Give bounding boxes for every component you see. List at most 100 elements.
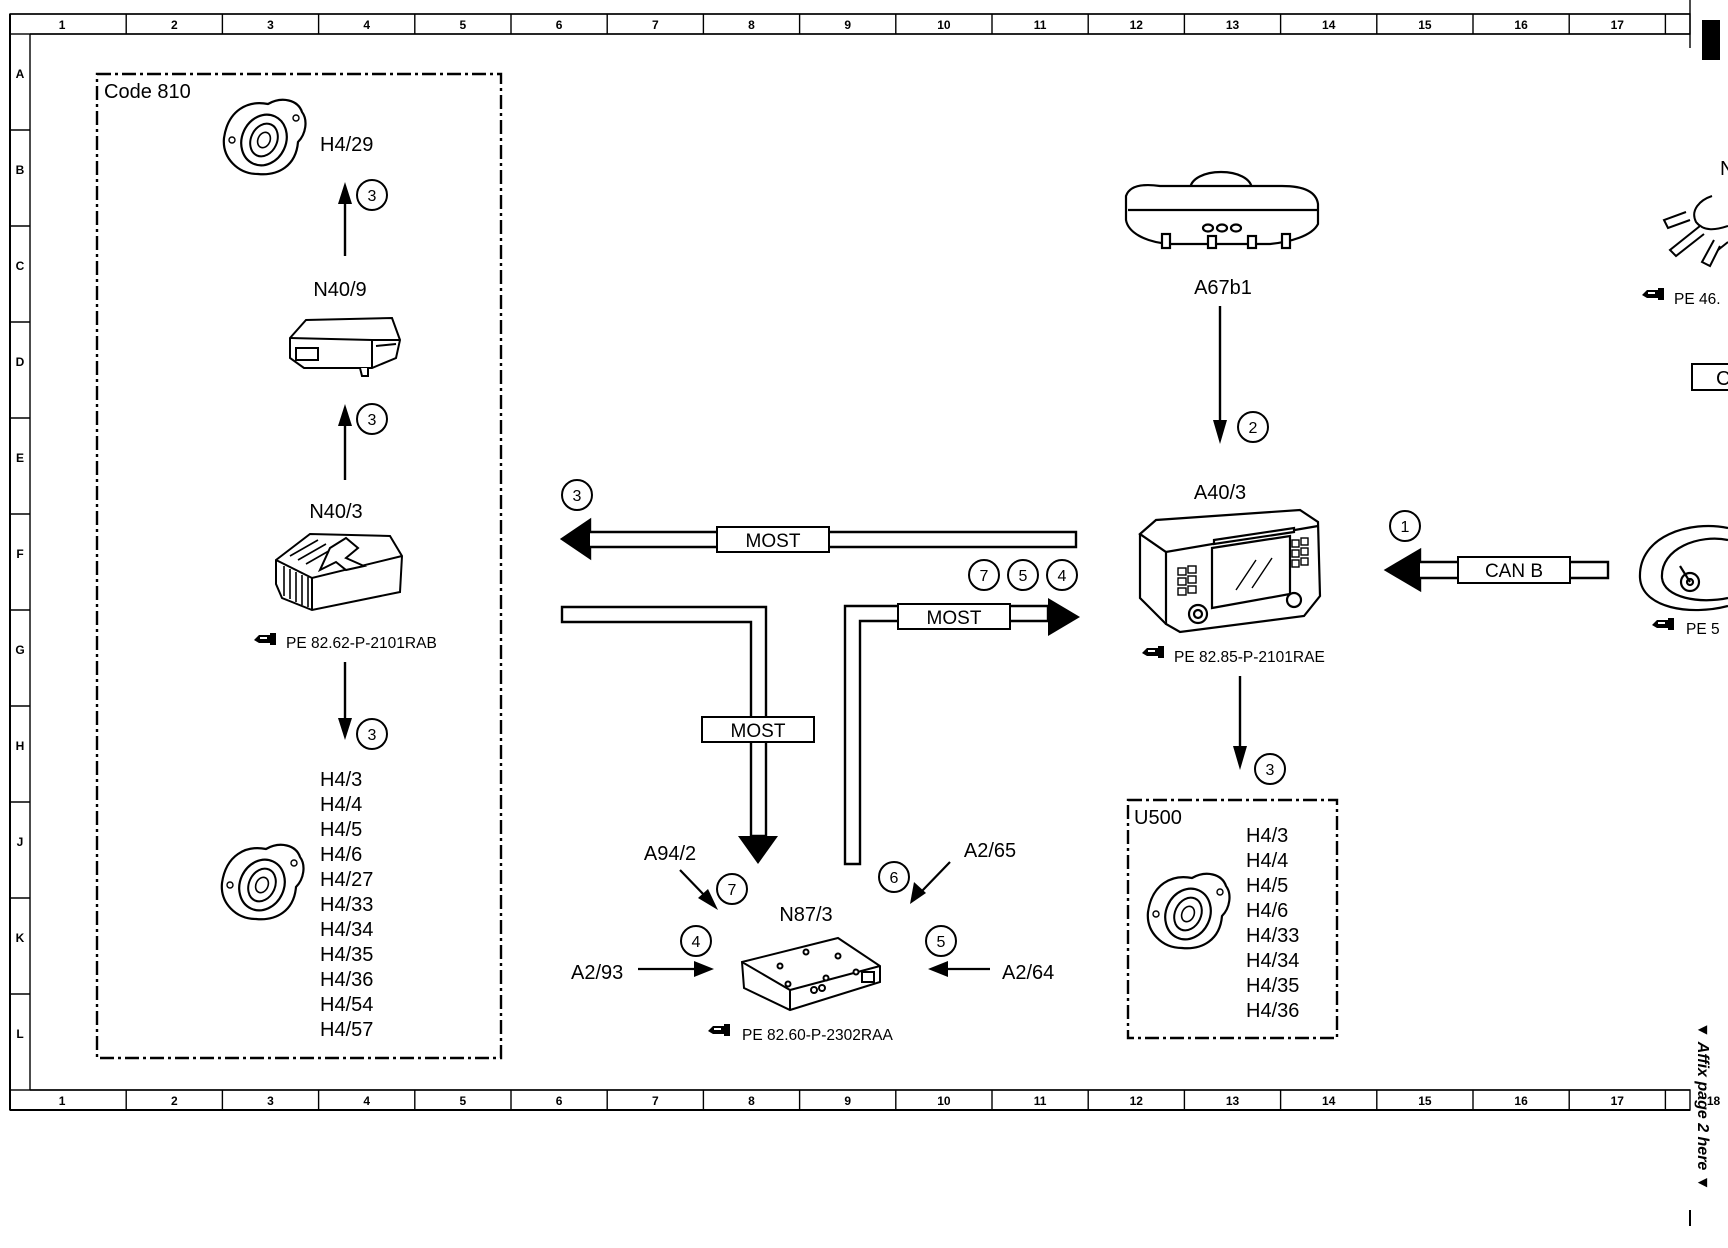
svg-text:H4/54: H4/54	[320, 994, 373, 1016]
most-bus-left-arrow: MOST	[559, 517, 1078, 561]
svg-text:5: 5	[1019, 568, 1028, 585]
grid-column-label: 9	[844, 18, 851, 32]
grid-column-label: 2	[171, 1094, 178, 1108]
ref-a40-3: PE 82.85-P-2101RAE	[1142, 646, 1325, 666]
grid-column-label: 10	[937, 18, 951, 32]
grid-column-label: 14	[1322, 18, 1336, 32]
svg-text:3: 3	[368, 412, 377, 429]
svg-text:H4/35: H4/35	[1246, 975, 1299, 997]
a94-2-label: A94/2	[644, 843, 696, 865]
arrow-n40-3-to-n40-9	[338, 404, 352, 480]
ref-pe46: PE 46.	[1642, 288, 1721, 308]
svg-text:H4/57: H4/57	[320, 1019, 373, 1041]
svg-text:4: 4	[692, 934, 701, 951]
n40-3-amplifier-icon	[275, 532, 404, 612]
svg-text:H4/33: H4/33	[320, 894, 373, 916]
n40-9-module-icon	[289, 316, 402, 377]
grid-column-label: 13	[1226, 18, 1240, 32]
grid-column-label: 18	[1707, 18, 1721, 32]
svg-text:PE 82.60-P-2302RAA: PE 82.60-P-2302RAA	[742, 1027, 893, 1044]
most-right-label: MOST	[927, 608, 982, 629]
grid-column-label: 11	[1034, 1094, 1047, 1108]
callout-7-top: 7	[968, 559, 1000, 591]
code810-title: Code 810	[104, 81, 191, 103]
svg-text:H4/3: H4/3	[1246, 825, 1288, 847]
code810-group-frame	[95, 72, 503, 1060]
svg-text:PE 5: PE 5	[1686, 621, 1720, 638]
a67b1-mirror-icon	[1124, 171, 1320, 250]
callout-7: 7	[716, 873, 748, 905]
grid-column-label: 4	[363, 1094, 370, 1108]
edge-instrument-cluster-icon	[1638, 524, 1728, 612]
speaker-top-label: H4/29	[320, 134, 373, 156]
edge-letter-n: N	[1720, 158, 1728, 180]
svg-text:H4/36: H4/36	[320, 969, 373, 991]
u500-title: U500	[1134, 807, 1182, 829]
arrow-a94-2	[679, 869, 718, 910]
n87-3-module-icon	[740, 936, 881, 1012]
grid-row-label: E	[16, 451, 24, 465]
most-bus-down-arrow: MOST	[560, 605, 815, 864]
grid-column-label: 14	[1322, 1094, 1336, 1108]
n40-9-label: N40/9	[313, 279, 366, 301]
callout-5-top: 5	[1007, 559, 1039, 591]
n87-3-label: N87/3	[779, 904, 832, 926]
callout-2: 2	[1237, 411, 1269, 443]
svg-text:H4/3: H4/3	[320, 769, 362, 791]
a40-3-label: A40/3	[1194, 482, 1246, 504]
u500-group-frame	[1126, 798, 1339, 1040]
callout-3-d: 3	[561, 479, 593, 511]
svg-text:H4/6: H4/6	[1246, 900, 1288, 922]
callout-3-e: 3	[1254, 753, 1286, 785]
svg-text:2: 2	[1249, 420, 1258, 437]
svg-text:C: C	[1716, 368, 1728, 390]
svg-text:PE 82.62-P-2101RAB: PE 82.62-P-2101RAB	[286, 635, 437, 652]
grid-column-label: 1	[59, 18, 66, 32]
arrow-a2-64	[928, 961, 990, 977]
callout-3-a: 3	[356, 179, 388, 211]
most-left-label: MOST	[746, 531, 801, 552]
callout-5: 5	[925, 925, 957, 957]
callout-4: 4	[680, 925, 712, 957]
callout-6: 6	[878, 861, 910, 893]
can-b-label: CAN B	[1485, 561, 1543, 582]
grid-column-label: 7	[652, 1094, 659, 1108]
svg-text:7: 7	[728, 882, 737, 899]
grid-column-label: 3	[267, 1094, 274, 1108]
grid-column-label: 16	[1514, 1094, 1528, 1108]
can-b-arrow: CAN B	[1383, 547, 1610, 593]
svg-text:H4/6: H4/6	[320, 844, 362, 866]
affix-note: ▼ Affix page 2 here ▼	[1694, 1022, 1711, 1191]
speaker-top-icon	[222, 98, 307, 176]
grid-column-label: 2	[171, 18, 178, 32]
grid-row-label: C	[16, 259, 25, 273]
grid-column-label: 5	[460, 18, 467, 32]
grid-row-label: G	[15, 643, 24, 657]
arrow-n40-9-to-h4-29	[338, 182, 352, 256]
a2-93-label: A2/93	[571, 962, 623, 984]
drawing-frame	[9, 0, 1720, 1111]
svg-text:PE 82.85-P-2101RAE: PE 82.85-P-2101RAE	[1174, 649, 1325, 666]
grid-column-label: 17	[1611, 1094, 1625, 1108]
svg-text:4: 4	[1058, 568, 1067, 585]
speakers-bottom-list: H4/3 H4/4 H4/5 H4/6 H4/27 H4/33 H4/34 H4…	[320, 769, 373, 1041]
callout-3-b: 3	[356, 403, 388, 435]
most-bus-right-arrow: MOST	[843, 598, 1080, 866]
ref-n87-3: PE 82.60-P-2302RAA	[708, 1024, 893, 1044]
svg-text:3: 3	[368, 727, 377, 744]
grid-row-label: L	[16, 1027, 23, 1041]
grid-column-label: 18	[1707, 1094, 1721, 1108]
grid-column-label: 1	[59, 1094, 66, 1108]
svg-text:H4/27: H4/27	[320, 869, 373, 891]
grid-markers: 1122334455667788991010111112121313141415…	[10, 14, 1720, 1110]
grid-column-label: 7	[652, 18, 659, 32]
a67b1-label: A67b1	[1194, 277, 1252, 299]
a2-65-label: A2/65	[964, 840, 1016, 862]
u500-speaker-icon	[1146, 872, 1231, 950]
speaker-bottom-icon	[220, 843, 305, 921]
svg-text:3: 3	[1266, 762, 1275, 779]
ref-n40-3: PE 82.62-P-2101RAB	[254, 633, 437, 652]
grid-column-label: 8	[748, 1094, 755, 1108]
u500-speaker-list: H4/3 H4/4 H4/5 H4/6 H4/33 H4/34 H4/35 H4…	[1246, 825, 1299, 1022]
